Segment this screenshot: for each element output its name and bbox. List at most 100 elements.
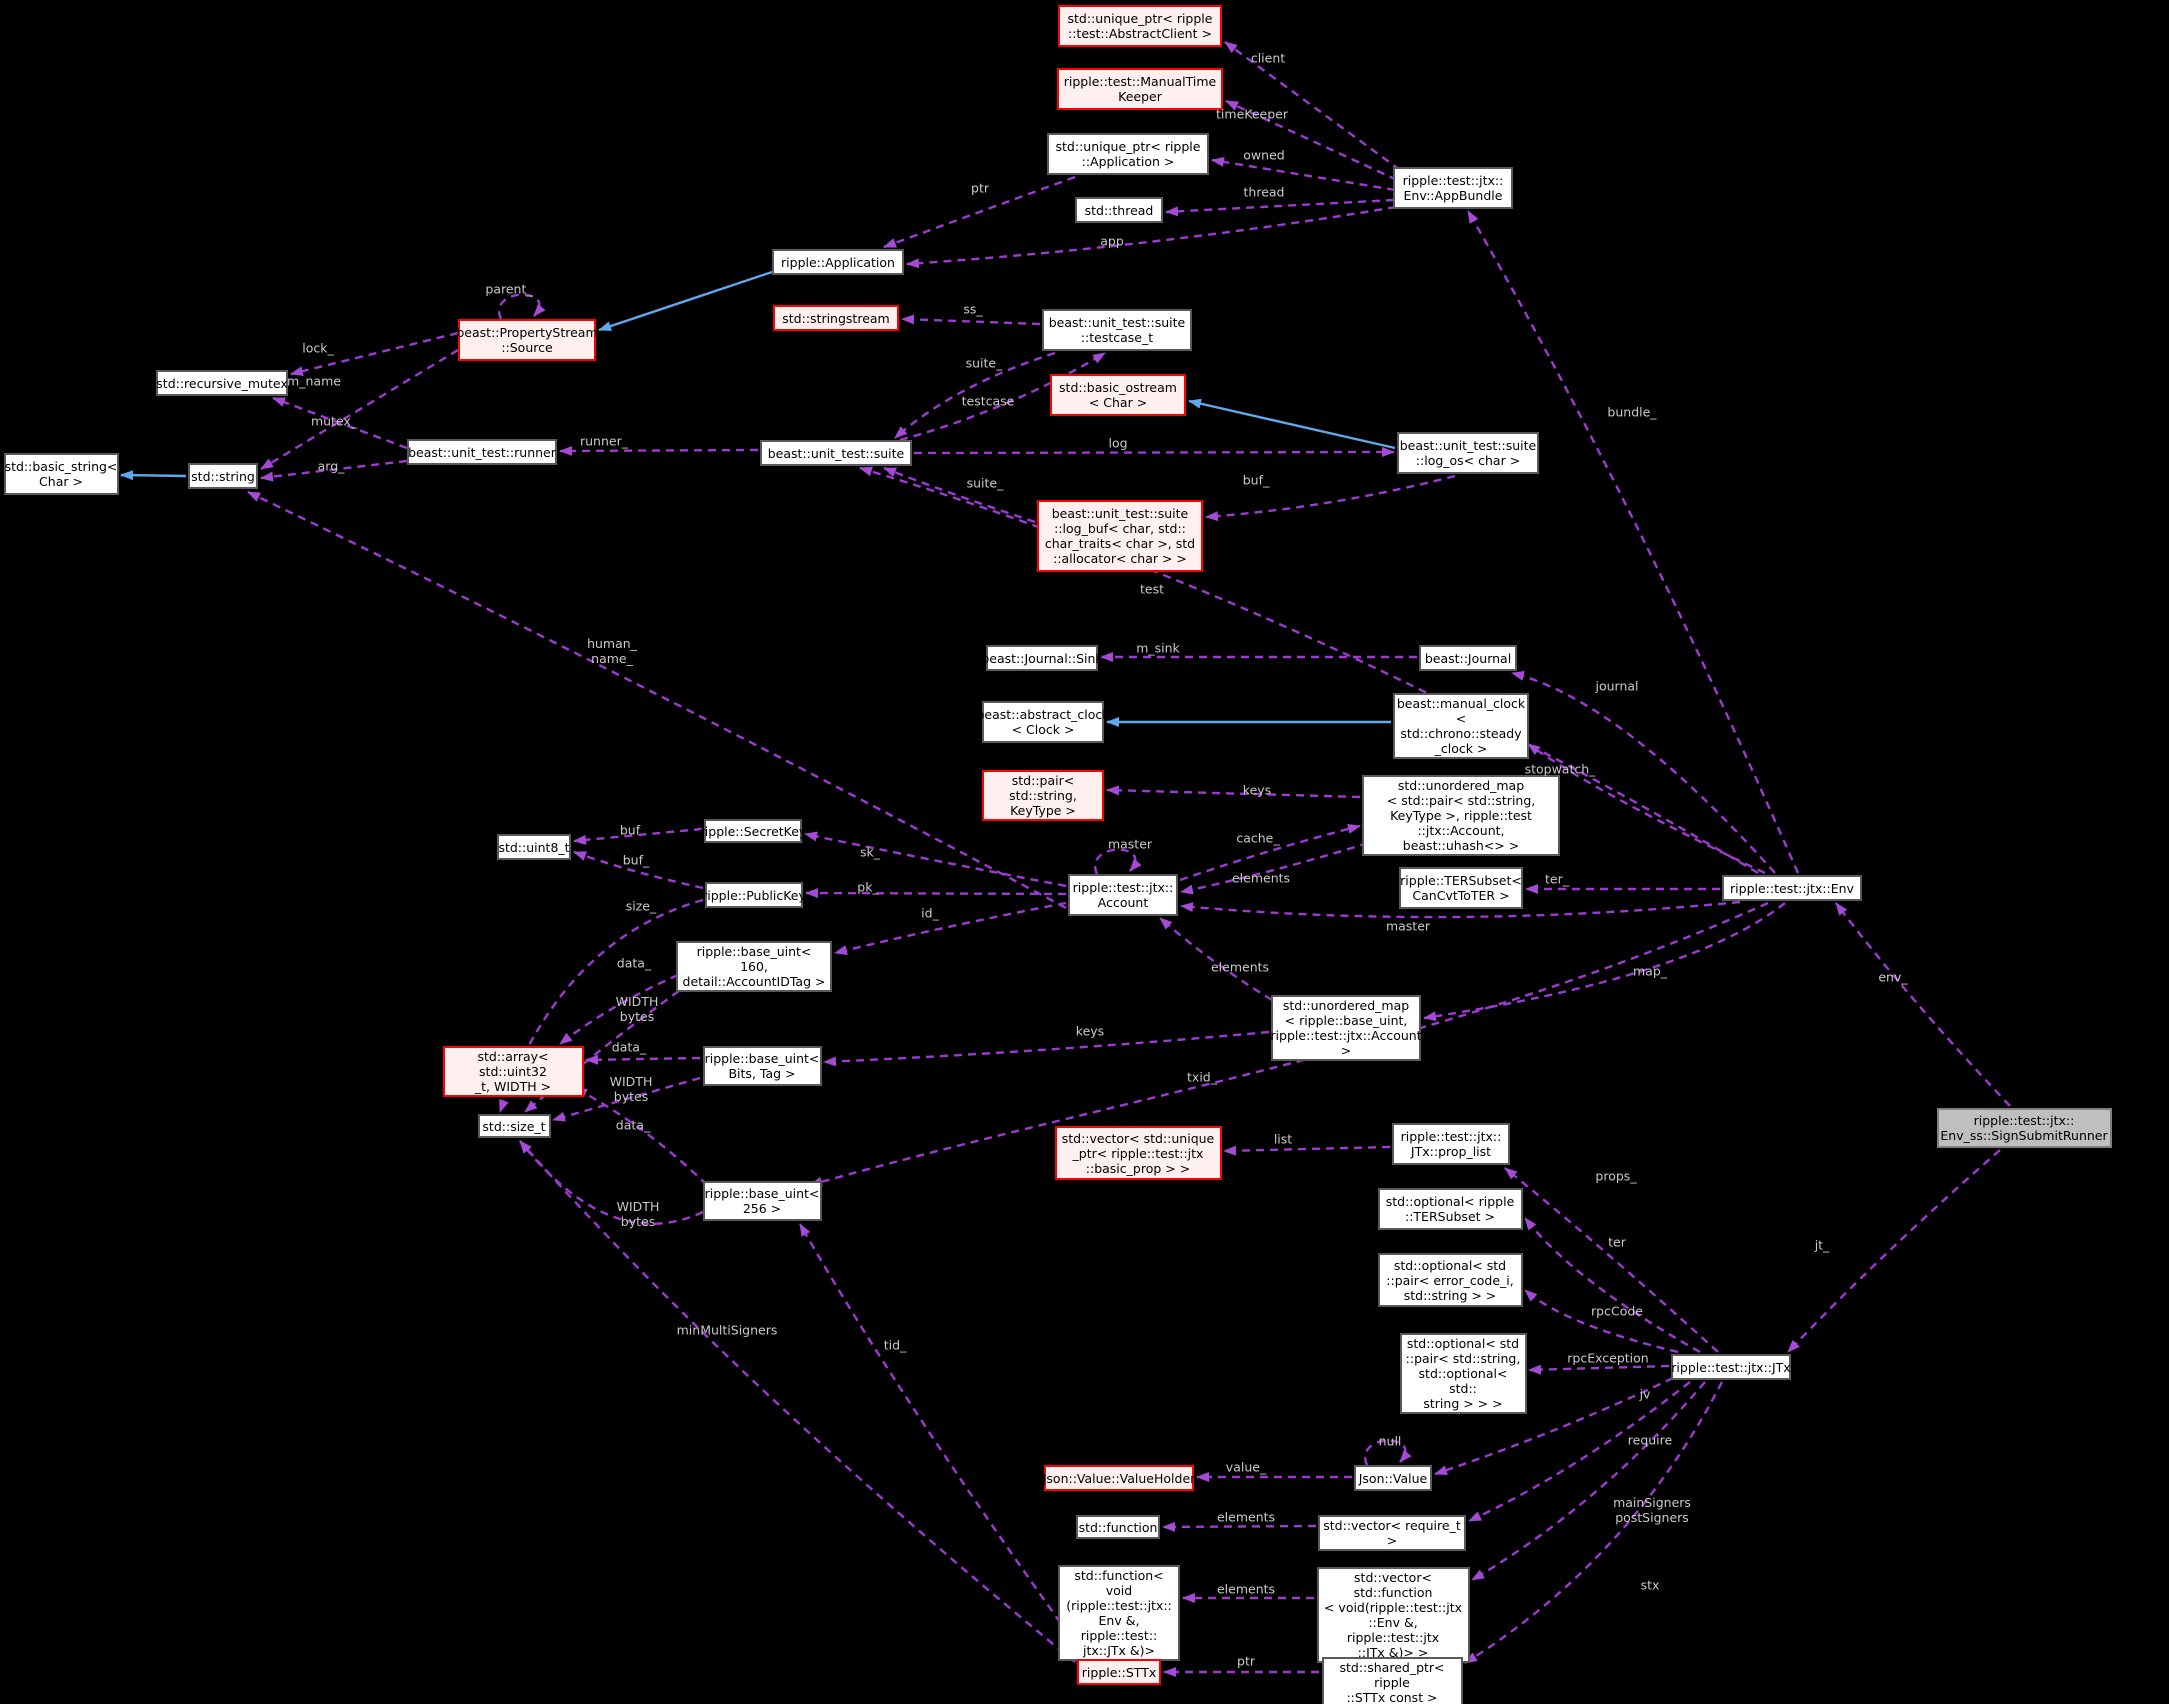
member-edge-suite_ [894, 351, 1056, 439]
member-edge-jt_ [1787, 1149, 2001, 1353]
node-sttx[interactable]: ripple::STTx [1077, 1659, 1161, 1685]
member-edge-list [1223, 1145, 1391, 1156]
node-umap_pair[interactable]: std::unordered_map < std::pair< std::str… [1362, 775, 1560, 856]
member-edge-WIDTH-bytes [519, 1140, 704, 1225]
node-mtk[interactable]: ripple::test::ManualTime Keeper [1057, 68, 1223, 110]
member-edge-master [1094, 848, 1142, 875]
node-vecfunc[interactable]: std::vector< std::function < void(ripple… [1316, 1567, 1470, 1663]
node-seckey[interactable]: ripple::SecretKey [700, 819, 806, 843]
member-edge-mutex_ [272, 396, 408, 450]
node-jvalue[interactable]: Json::Value [1354, 1465, 1432, 1491]
node-bu160[interactable]: ripple::base_uint< 160, detail::AccountI… [676, 941, 832, 992]
member-edge-WIDTH-bytes [552, 1076, 701, 1122]
member-edge-human_-name_ [247, 490, 1067, 910]
member-edge-buf_ [573, 850, 704, 890]
node-bstring[interactable]: std::basic_string< Char > [3, 453, 119, 495]
member-edge-elements [1180, 841, 1369, 895]
node-tersubset[interactable]: ripple::TERSubset< CanCvtToTER > [1399, 867, 1523, 909]
member-edge-timeKeeper [1225, 99, 1398, 182]
member-edge-suite_ [883, 466, 1036, 524]
member-edge-sk_ [804, 831, 1067, 888]
node-uint8[interactable]: std::uint8_t [497, 834, 571, 860]
member-edge-tid_ [798, 1223, 1086, 1658]
node-func[interactable]: std::function [1076, 1515, 1160, 1539]
member-edge-stx [1464, 1381, 1724, 1665]
node-vecreq[interactable]: std::vector< require_t > [1318, 1515, 1466, 1551]
member-edge-data_ [585, 1054, 701, 1065]
member-edge-elements [1162, 1521, 1317, 1532]
node-testcase_t[interactable]: beast::unit_test::suite ::testcase_t [1042, 309, 1192, 351]
node-uptr_client[interactable]: std::unique_ptr< ripple ::test::Abstract… [1058, 5, 1222, 47]
node-aclock[interactable]: beast::abstract_clock < Clock > [976, 701, 1110, 743]
member-edge-buf [573, 827, 703, 845]
node-app[interactable]: ripple::Application [772, 249, 904, 275]
member-edge-owned [1211, 157, 1396, 192]
member-edge-txid_ [809, 901, 1769, 1187]
member-edge-elements [1159, 917, 1273, 1002]
node-vecprop[interactable]: std::vector< std::unique _ptr< ripple::t… [1054, 1126, 1222, 1180]
member-edge-data_ [559, 973, 679, 1045]
node-funcvoid[interactable]: std::function< void (ripple::test::jtx::… [1058, 1565, 1180, 1661]
node-ssr[interactable]: ripple::test::jtx:: Env_ss::SignSubmitRu… [1936, 1108, 2112, 1148]
member-edge-log [913, 447, 1395, 458]
node-sptr_sttx[interactable]: std::shared_ptr< ripple ::STTx const > [1321, 1657, 1463, 1704]
member-edge-master [1180, 900, 1741, 919]
node-logos[interactable]: beast::unit_test::suite ::log_os< char > [1397, 432, 1539, 474]
member-edge-minMultiSigners [519, 1140, 1076, 1663]
node-pairkt[interactable]: std::pair< std::string, KeyType > [982, 770, 1104, 821]
member-edge-runner_ [559, 445, 759, 456]
node-sizet[interactable]: std::size_t [477, 1114, 551, 1138]
node-array32[interactable]: std::array< std::uint32 _t, WIDTH > [442, 1046, 584, 1097]
member-edge-parent_ [498, 293, 546, 320]
node-opt_ter[interactable]: std::optional< ripple ::TERSubset > [1377, 1188, 1523, 1230]
node-string[interactable]: std::string [188, 463, 258, 489]
node-suite[interactable]: beast::unit_test::suite [760, 440, 912, 466]
member-edge-arg_ [260, 459, 408, 482]
node-env[interactable]: ripple::test::jtx::Env [1722, 875, 1862, 901]
member-edge-testcase [899, 351, 1106, 442]
member-edge-client [1224, 41, 1401, 171]
inheritance-edge-65 [120, 470, 187, 481]
node-journal[interactable]: beast::Journal [1419, 645, 1517, 671]
node-thread[interactable]: std::thread [1075, 197, 1163, 223]
member-edge-jv [1434, 1376, 1674, 1476]
node-sink[interactable]: beast::Journal::Sink [981, 645, 1103, 671]
member-edge-mainSigners-postSigners [1471, 1381, 1706, 1582]
node-appbundle[interactable]: ripple::test::jtx:: Env::AppBundle [1393, 167, 1513, 209]
member-edge-pk_ [805, 888, 1067, 899]
member-edge-keys [1106, 785, 1361, 799]
node-uptr_app[interactable]: std::unique_ptr< ripple ::Application > [1047, 133, 1209, 175]
inheritance-edge-64 [598, 270, 773, 332]
member-edge-buf_ [1205, 474, 1456, 522]
node-pubkey[interactable]: ripple::PublicKey [702, 882, 806, 908]
member-edge-stopwatch_ [1527, 743, 1766, 875]
member-edge-ptr [883, 175, 1076, 249]
node-pssource[interactable]: beast::PropertyStream ::Source [456, 319, 598, 361]
node-rmutex[interactable]: std::recursive_mutex [156, 370, 288, 396]
node-umap_bu[interactable]: std::unordered_map < ripple::base_uint, … [1270, 995, 1422, 1061]
node-vholder[interactable]: Json::Value::ValueHolder [1043, 1465, 1195, 1491]
member-edge-journal [1511, 671, 1776, 874]
node-logbuf[interactable]: beast::unit_test::suite ::log_buf< char,… [1037, 500, 1203, 572]
member-edge-rpcCode [1524, 1289, 1679, 1354]
member-edge-ss_ [901, 314, 1041, 326]
member-edge-thread [1165, 198, 1395, 217]
node-bubits[interactable]: ripple::base_uint< Bits, Tag > [702, 1046, 822, 1086]
node-bostream[interactable]: std::basic_ostream < Char > [1050, 374, 1186, 416]
node-jtx[interactable]: ripple::test::jtx::JTx [1671, 1354, 1791, 1380]
inheritance-edge-66 [1188, 398, 1396, 450]
member-edge-m_name [260, 348, 459, 471]
member-edge-ter [1524, 1217, 1701, 1354]
node-mclock[interactable]: beast::manual_clock < std::chrono::stead… [1393, 693, 1529, 759]
member-edge-require [1468, 1381, 1691, 1523]
node-runner[interactable]: beast::unit_test::runner [407, 439, 557, 465]
node-opt_rpc[interactable]: std::optional< std ::pair< std::string, … [1399, 1333, 1527, 1414]
member-edge-bundle_ [1466, 210, 1800, 874]
node-proplist[interactable]: ripple::test::jtx:: JTx::prop_list [1392, 1123, 1510, 1165]
node-opt_err[interactable]: std::optional< std ::pair< error_code_i,… [1377, 1253, 1523, 1307]
node-sstream[interactable]: std::stringstream [773, 305, 899, 331]
member-edge-map_ [1423, 902, 1786, 1022]
member-edge-null [1364, 1439, 1412, 1466]
node-bu256[interactable]: ripple::base_uint< 256 > [702, 1181, 822, 1221]
node-account[interactable]: ripple::test::jtx:: Account [1068, 874, 1178, 916]
